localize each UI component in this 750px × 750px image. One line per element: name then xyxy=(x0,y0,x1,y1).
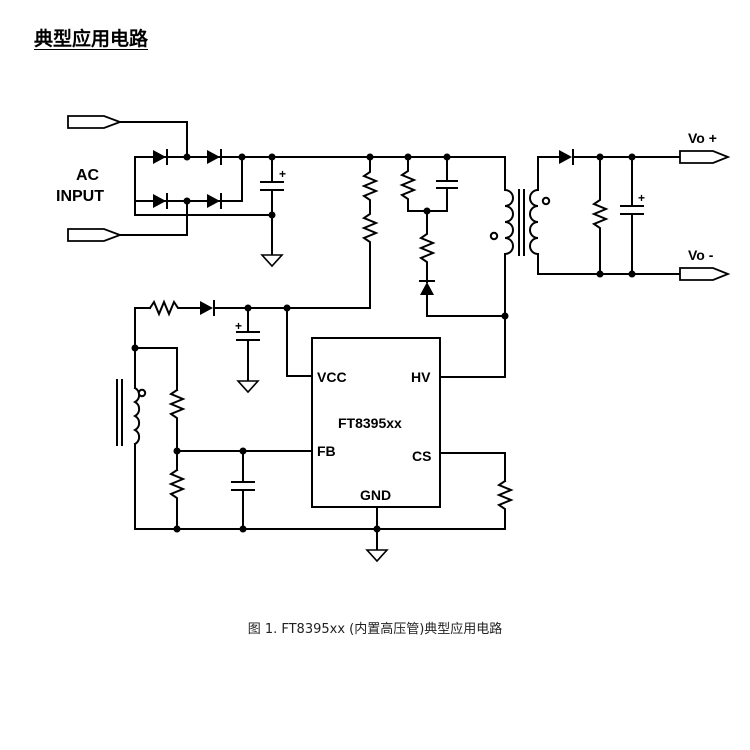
figure-caption: 图 1. FT8395xx (内置高压管)典型应用电路 xyxy=(247,622,503,637)
fb-lower-resistor xyxy=(168,468,186,530)
output-negative-label: Vo - xyxy=(688,247,714,263)
snubber-diode xyxy=(419,280,435,295)
ground-symbol-vcc xyxy=(236,380,260,394)
output-dummy-load-resistor xyxy=(591,156,609,275)
startup-resistor xyxy=(361,156,379,309)
ac-input-terminal-bottom xyxy=(67,200,188,242)
output-positive-label: Vo + xyxy=(688,130,717,146)
vcc-capacitor: + xyxy=(235,307,260,382)
bulk-capacitor-polarity: + xyxy=(279,167,286,181)
ac-input-label-line2: INPUT xyxy=(56,188,104,205)
cs-pin-wire xyxy=(439,452,506,482)
output-rectifier-diode xyxy=(559,149,574,165)
bulk-capacitor: + xyxy=(260,156,286,256)
bridge-diode-2 xyxy=(207,149,222,165)
vcc-capacitor-polarity: + xyxy=(235,319,242,333)
transformer-primary xyxy=(489,156,514,378)
controller-ic: FT8395xx VCC HV FB CS GND xyxy=(311,337,441,508)
pin-label-vcc: VCC xyxy=(317,369,347,385)
cs-sense-resistor xyxy=(496,479,514,530)
output-capacitor: + xyxy=(620,156,645,275)
fb-filter-capacitor xyxy=(231,450,255,530)
fb-upper-resistor xyxy=(168,388,186,471)
bridge-diode-1 xyxy=(153,149,168,165)
pin-label-fb: FB xyxy=(317,443,336,459)
aux-rectifier-diode xyxy=(200,300,215,316)
pin-label-cs: CS xyxy=(412,448,431,464)
output-terminal-negative xyxy=(679,267,731,281)
bridge-diode-4 xyxy=(207,193,222,209)
auxiliary-winding xyxy=(132,386,147,530)
output-terminal-positive xyxy=(679,150,731,164)
ac-input-terminal-top xyxy=(67,115,188,158)
ac-input-label-line1: AC xyxy=(76,167,100,184)
pin-label-hv: HV xyxy=(411,369,431,385)
chip-name: FT8395xx xyxy=(338,415,402,431)
pin-label-gnd: GND xyxy=(360,487,391,503)
output-capacitor-polarity: + xyxy=(638,191,645,205)
bridge-rectifier xyxy=(134,149,246,209)
bridge-diode-3 xyxy=(153,193,168,209)
transformer-secondary xyxy=(529,156,681,275)
ground-symbol-chip xyxy=(365,549,389,563)
ground-symbol-input xyxy=(260,254,284,268)
section-heading: 典型应用电路 xyxy=(34,28,149,50)
vcc-pin-wire xyxy=(286,307,313,377)
snubber-network xyxy=(399,156,458,317)
aux-series-resistor xyxy=(148,299,201,317)
